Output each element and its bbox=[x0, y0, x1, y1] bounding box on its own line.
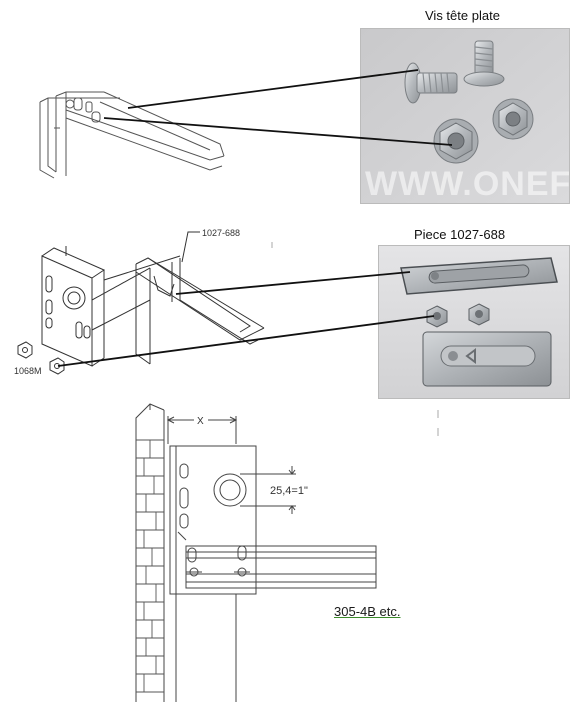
leader-line-nut bbox=[103, 117, 453, 146]
flange-nut-1 bbox=[433, 118, 479, 164]
leader-line-small-nut bbox=[57, 315, 435, 367]
part-label-1027: 1027-688 bbox=[202, 228, 240, 238]
leader-line-bolt bbox=[127, 69, 419, 109]
door-frame-sketch bbox=[39, 91, 225, 179]
wall-sketch bbox=[135, 403, 377, 702]
bracket-sketch bbox=[17, 231, 265, 375]
flange-nut-2 bbox=[492, 98, 534, 140]
piece-photo bbox=[378, 245, 570, 399]
profile-label: 305-4B etc. bbox=[334, 604, 401, 619]
screws-photo: WWW.ONEFEI bbox=[360, 28, 570, 204]
small-nut-1 bbox=[426, 305, 448, 328]
piece-caption: Piece 1027-688 bbox=[414, 227, 506, 242]
leader-line-plate bbox=[175, 271, 411, 295]
small-nut-2 bbox=[468, 303, 490, 326]
plate-top bbox=[400, 257, 558, 295]
nut-1068-a bbox=[17, 341, 33, 359]
bolt-left bbox=[404, 62, 458, 104]
part-label-1068: 1068M bbox=[14, 366, 42, 376]
bolt-top bbox=[463, 40, 505, 87]
dimension-offset-label: 25,4=1" bbox=[270, 485, 308, 497]
watermark: WWW.ONEFEI bbox=[365, 165, 569, 203]
dimension-x-label: X bbox=[197, 416, 204, 427]
plate-bottom bbox=[422, 331, 552, 387]
screws-caption: Vis tête plate bbox=[425, 8, 500, 23]
